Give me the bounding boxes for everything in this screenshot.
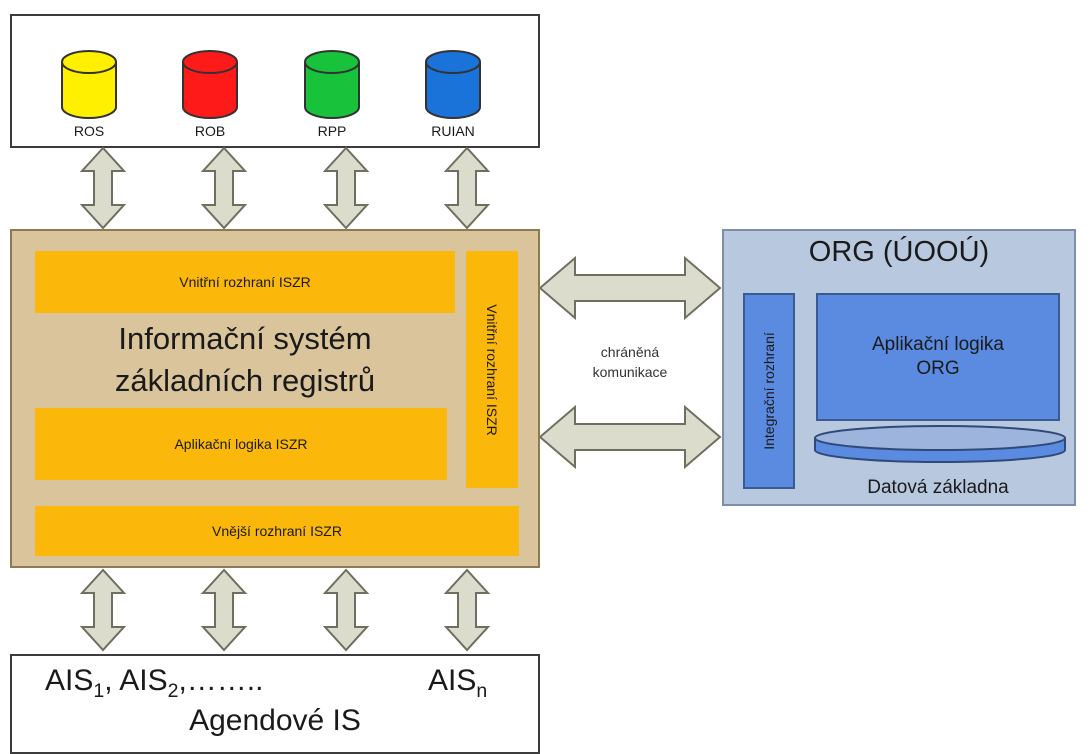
agenda-is-panel: [10, 654, 540, 754]
protected-communication-label: chráněná komunikace: [570, 342, 690, 382]
agenda-is-title: Agendové IS: [189, 704, 361, 737]
ais-dots: ,……..: [178, 664, 264, 697]
iszr-inner-interface-top: Vnitřní rozhraní ISZR: [35, 251, 455, 313]
arrow-ros-iszr: [81, 147, 125, 229]
ais-1-label: AIS: [45, 664, 94, 697]
protected-communication-line-1: chráněná: [600, 344, 660, 360]
arrow-rob-iszr: [202, 147, 246, 229]
ais-n-label: AIS: [428, 664, 477, 697]
org-title: ORG (ÚOOÚ): [808, 236, 990, 268]
arrow-iszr-ais-1: [81, 569, 125, 651]
org-integration-interface: Integrační rozhraní: [743, 293, 795, 489]
register-label-ros: ROS: [73, 123, 105, 139]
ais-list: AIS1, AIS2,……..: [45, 664, 263, 703]
register-rob-icon: [182, 50, 238, 119]
arrow-iszr-ais-3: [324, 569, 368, 651]
arrow-iszr-ais-2: [202, 569, 246, 651]
iszr-inner-interface-right: Vnitřní rozhraní ISZR: [466, 251, 518, 488]
register-label-ruian: RUIAN: [431, 123, 475, 139]
ais-n: AISn: [428, 664, 487, 703]
iszr-outer-interface: Vnější rozhraní ISZR: [35, 506, 519, 556]
ais-n-sub: n: [476, 680, 488, 702]
ais-2-sub: 2: [167, 680, 179, 702]
register-rpp-icon: [304, 50, 360, 119]
register-ros-icon: [61, 50, 117, 119]
arrow-ruian-iszr: [445, 147, 489, 229]
org-logic-line-1: Aplikační logika: [871, 334, 1005, 355]
iszr-application-logic: Aplikační logika ISZR: [35, 408, 447, 480]
ais-1-sub: 1: [93, 680, 105, 702]
arrow-rpp-iszr: [324, 147, 368, 229]
iszr-title: Informační systém základních registrů: [35, 318, 455, 402]
iszr-inner-interface-right-label: Vnitřní rozhraní ISZR: [484, 303, 500, 436]
arrow-iszr-ais-n: [445, 569, 489, 651]
iszr-title-line-1: Informační systém: [118, 321, 372, 356]
arrow-iszr-org-bottom: [539, 406, 721, 468]
protected-communication-line-2: komunikace: [592, 364, 668, 380]
org-logic-line-2: ORG: [916, 358, 960, 379]
org-integration-interface-label: Integrační rozhraní: [761, 332, 777, 450]
ais-2-label: , AIS: [104, 664, 168, 697]
register-label-rpp: RPP: [317, 123, 347, 139]
org-database-label: Datová základna: [867, 477, 1009, 498]
org-application-logic: Aplikační logika ORG: [816, 293, 1060, 421]
iszr-title-line-2: základních registrů: [114, 363, 376, 398]
database-icon: [814, 425, 1066, 463]
arrow-iszr-org-top: [539, 257, 721, 319]
register-ruian-icon: [425, 50, 481, 119]
register-label-rob: ROB: [194, 123, 226, 139]
